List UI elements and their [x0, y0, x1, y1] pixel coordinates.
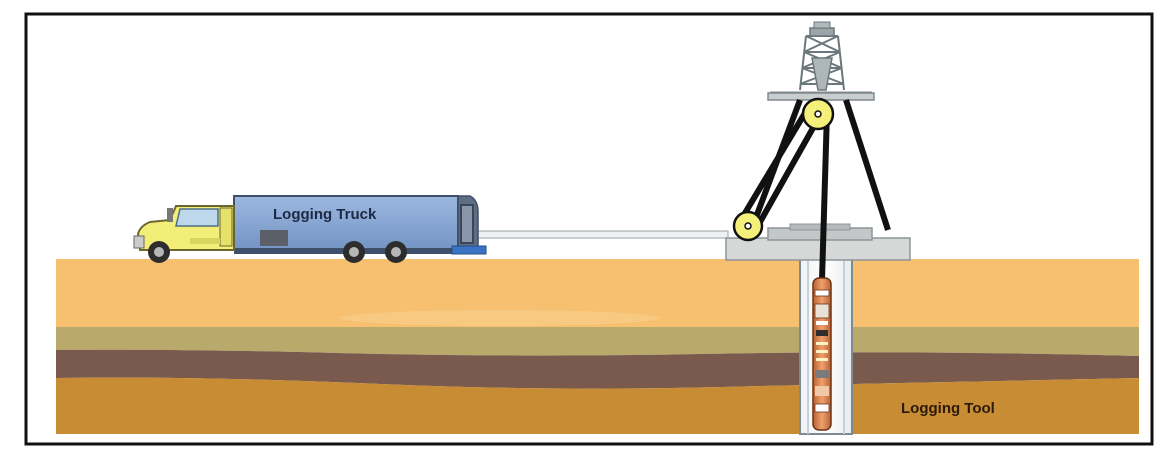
rig-pad — [725, 237, 911, 261]
brown-layer — [56, 349, 1139, 389]
deep-layer — [56, 377, 1139, 434]
logging-truck-icon — [133, 195, 487, 263]
truck-window-panel — [260, 230, 288, 246]
ground-strata — [56, 259, 1139, 434]
truck-wheels — [148, 241, 407, 263]
rig-base — [725, 223, 911, 261]
logging-truck-label: Logging Truck — [273, 206, 377, 223]
derrick-leg-right — [843, 99, 891, 231]
lower-sheave-icon — [732, 210, 764, 242]
olive-layer — [56, 327, 1139, 356]
logging-tool-label: Logging Tool — [901, 400, 995, 417]
top-sheave-icon — [801, 97, 835, 131]
logging-cable — [739, 105, 830, 283]
topsoil-highlight — [340, 310, 660, 326]
surface-cable-guard — [477, 230, 729, 239]
logging-tool-icon — [812, 277, 832, 431]
